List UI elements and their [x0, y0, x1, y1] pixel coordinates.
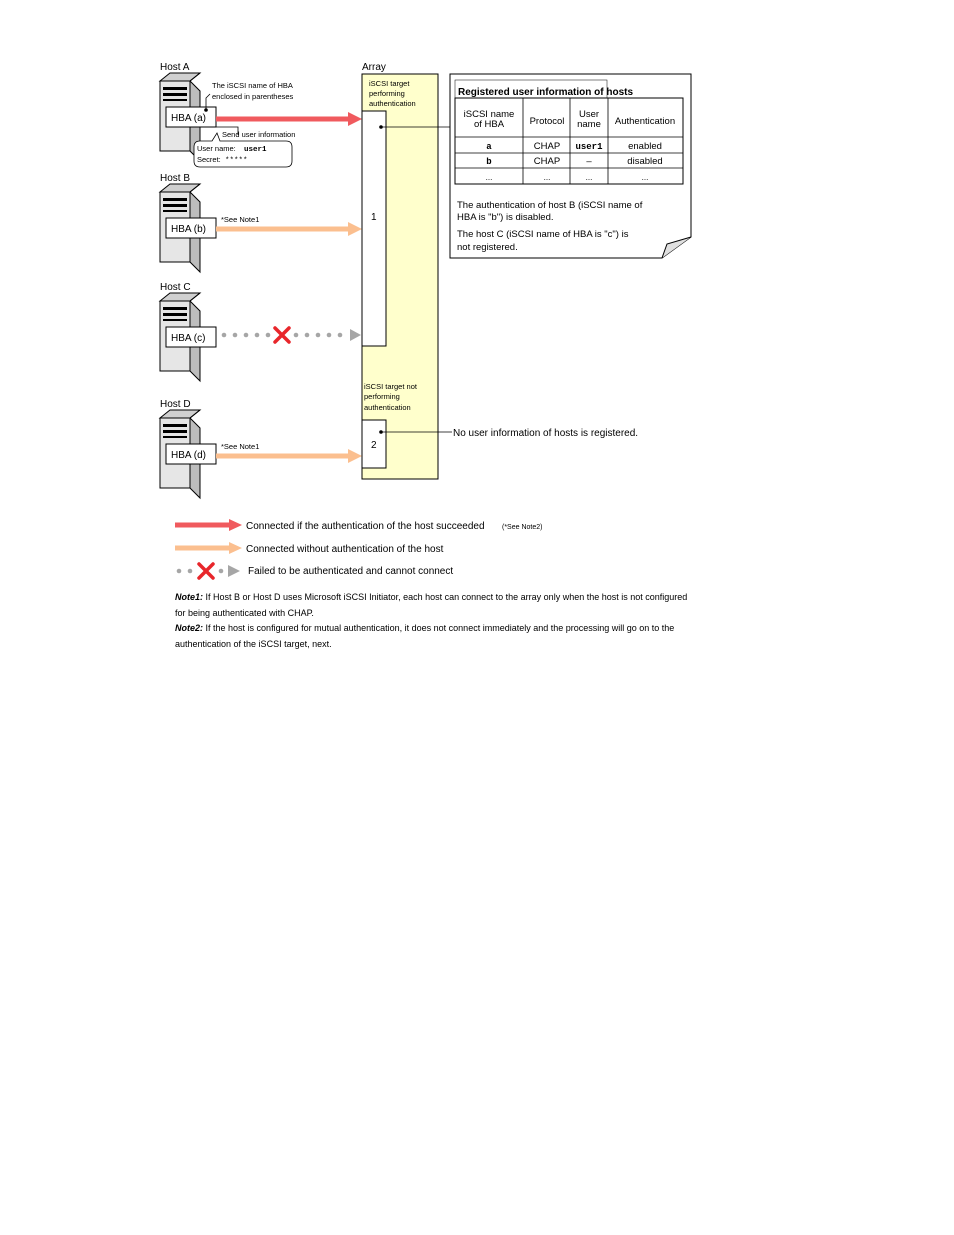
- header-iscsi-name-line2: of HBA: [474, 119, 505, 130]
- registered-table: [454, 97, 684, 185]
- legend: Connected if the authentication of the h…: [175, 519, 542, 580]
- iscsi-target-1: [361, 110, 387, 347]
- row2-protocol: CHAP: [534, 156, 560, 167]
- host-b-hba-label: HBA (b): [171, 224, 206, 235]
- note2-text: If the host is configured for mutual aut…: [175, 623, 675, 649]
- header-authentication: Authentication: [615, 116, 675, 127]
- user-name-value: user1: [244, 146, 267, 154]
- secret-label: Secret:: [197, 155, 221, 164]
- row1-user-name: user1: [575, 142, 603, 152]
- row3-authentication: ...: [642, 173, 649, 182]
- table-row: ... ... ... ...: [486, 173, 649, 182]
- footnotes: Note1: If Host B or Host D uses Microsof…: [175, 590, 695, 652]
- target1-desc-line2: performing: [369, 89, 405, 98]
- no-user-info-text: No user information of hosts is register…: [453, 428, 638, 439]
- target2-desc-line1: iSCSI target not: [364, 382, 418, 391]
- host-b-label: Host B: [160, 173, 190, 184]
- iscsi-target-2: [361, 419, 387, 469]
- row3-user-name: ...: [586, 173, 593, 182]
- send-user-info-leader: [215, 126, 239, 135]
- host-d-label: Host D: [160, 399, 191, 410]
- row1-iscsi-name: a: [486, 142, 492, 152]
- target2-desc-line3: authentication: [364, 403, 411, 412]
- host-c-hba-box: [165, 326, 217, 348]
- registered-title: Registered user information of hosts: [458, 87, 633, 98]
- legend-connected-auth: Connected if the authentication of the h…: [246, 521, 485, 532]
- legend-connected-auth-note: (*See Note2): [502, 524, 542, 531]
- hba-callout-leader: [205, 93, 211, 110]
- host-c-failed-dots: [221, 329, 361, 341]
- iscsi-target-2-number: 2: [371, 440, 377, 451]
- user-name-label: User name:: [197, 144, 236, 153]
- row3-protocol: ...: [544, 173, 551, 182]
- table-row: a CHAP user1 enabled: [486, 141, 662, 152]
- iscsi-target-1-number: 1: [371, 212, 377, 223]
- send-user-info-label: Send user information: [222, 130, 295, 139]
- host-a-hba-label: HBA (a): [171, 113, 206, 124]
- note1-label: Note1:: [175, 592, 204, 602]
- footnote-1: Note1: If Host B or Host D uses Microsof…: [175, 590, 695, 621]
- array-label: Array: [362, 62, 386, 73]
- row2-authentication: disabled: [627, 156, 662, 167]
- host-c-label: Host C: [160, 282, 191, 293]
- legend-failed: Failed to be authenticated and cannot co…: [248, 566, 453, 577]
- secret-value: *****: [225, 157, 248, 165]
- panel-note1-line2: HBA is "b") is disabled.: [457, 212, 554, 223]
- note2-label: Note2:: [175, 623, 204, 633]
- host-a-auth-arrow-head: [348, 112, 362, 126]
- host-c-failed-x-icon: [273, 326, 291, 344]
- host-c-hba-label: HBA (c): [171, 333, 205, 344]
- row1-protocol: CHAP: [534, 141, 560, 152]
- header-user-line2: name: [577, 119, 601, 130]
- header-user-line1: User: [579, 109, 599, 120]
- hba-callout-line1: The iSCSI name of HBA: [212, 81, 293, 90]
- registered-table-header-row: iSCSI name of HBA Protocol User name Aut…: [464, 109, 675, 130]
- table-row: b CHAP – disabled: [486, 156, 662, 167]
- legend-failed-x-icon: [197, 562, 215, 580]
- legend-connected-noauth: Connected without authentication of the …: [246, 544, 444, 555]
- header-protocol: Protocol: [530, 116, 565, 127]
- legend-auth-arrow-head: [229, 519, 242, 531]
- panel-note1-line1: The authentication of host B (iSCSI name…: [457, 200, 643, 211]
- panel-note2-line2: not registered.: [457, 242, 518, 253]
- hba-callout-line2: enclosed in parentheses: [212, 92, 294, 101]
- host-b-see-note1: *See Note1: [221, 215, 259, 224]
- row3-iscsi-name: ...: [486, 173, 493, 182]
- host-d-hba-label: HBA (d): [171, 450, 206, 461]
- target1-desc-line1: iSCSI target: [369, 79, 410, 88]
- page-fold-corner: [661, 236, 692, 259]
- host-a-label: Host A: [160, 62, 190, 73]
- host-d-see-note1: *See Note1: [221, 442, 259, 451]
- legend-failed-dots: [176, 565, 240, 577]
- legend-noauth-arrow-head: [229, 542, 242, 554]
- row1-authentication: enabled: [628, 141, 662, 152]
- user-info-bubble: [193, 132, 293, 168]
- target2-desc-line2: performing: [364, 392, 400, 401]
- host-d-noauth-arrow-head: [348, 449, 362, 463]
- panel-note2-line1: The host C (iSCSI name of HBA is "c") is: [457, 229, 629, 240]
- footnote-2: Note2: If the host is configured for mut…: [175, 621, 695, 652]
- header-iscsi-name-line1: iSCSI name: [464, 109, 515, 120]
- row2-user-name: –: [586, 156, 592, 167]
- note1-text: If Host B or Host D uses Microsoft iSCSI…: [175, 592, 688, 618]
- host-b-noauth-arrow-head: [348, 222, 362, 236]
- target1-desc-line3: authentication: [369, 99, 416, 108]
- row2-iscsi-name: b: [486, 157, 491, 167]
